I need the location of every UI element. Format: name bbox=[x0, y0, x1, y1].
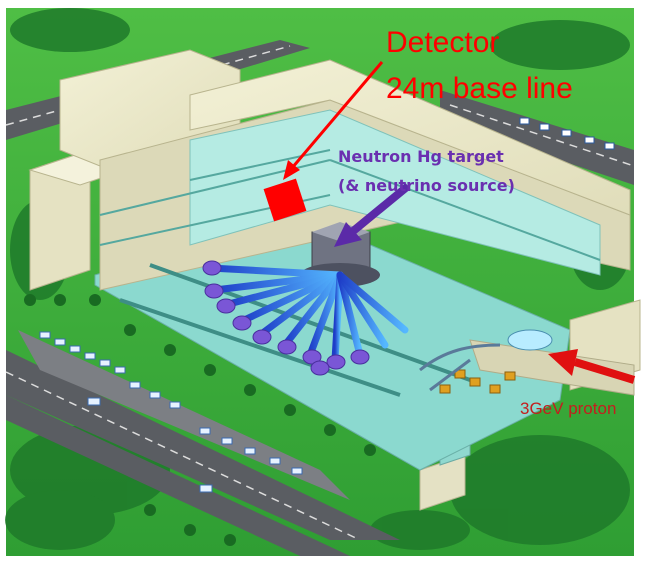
proton-beam-arrow bbox=[548, 349, 636, 384]
detector-arrow bbox=[283, 61, 384, 180]
neutrino-source-label: (& neutrino source) bbox=[338, 176, 515, 195]
parking-lot bbox=[18, 330, 350, 500]
target-arrow bbox=[334, 182, 411, 247]
proton-ring-window bbox=[507, 329, 553, 351]
tree-clusters bbox=[5, 8, 630, 550]
detector-label: Detector bbox=[386, 26, 500, 59]
instrument-drums bbox=[202, 260, 370, 376]
interior-beams bbox=[119, 263, 471, 397]
roadside-cars bbox=[519, 117, 615, 150]
target-label: Neutron Hg target bbox=[338, 147, 504, 166]
beam-tunnel bbox=[469, 339, 635, 396]
neutron-beamlines bbox=[206, 264, 409, 364]
proton-beam-label: 3GeV proton bbox=[520, 399, 617, 418]
beam-transport bbox=[419, 343, 501, 392]
accelerator-equipment bbox=[439, 369, 516, 394]
baseline-label: 24m base line bbox=[386, 72, 573, 105]
parked-cars bbox=[39, 331, 303, 493]
detector-marker bbox=[263, 178, 307, 222]
hall-roof bbox=[189, 59, 631, 216]
